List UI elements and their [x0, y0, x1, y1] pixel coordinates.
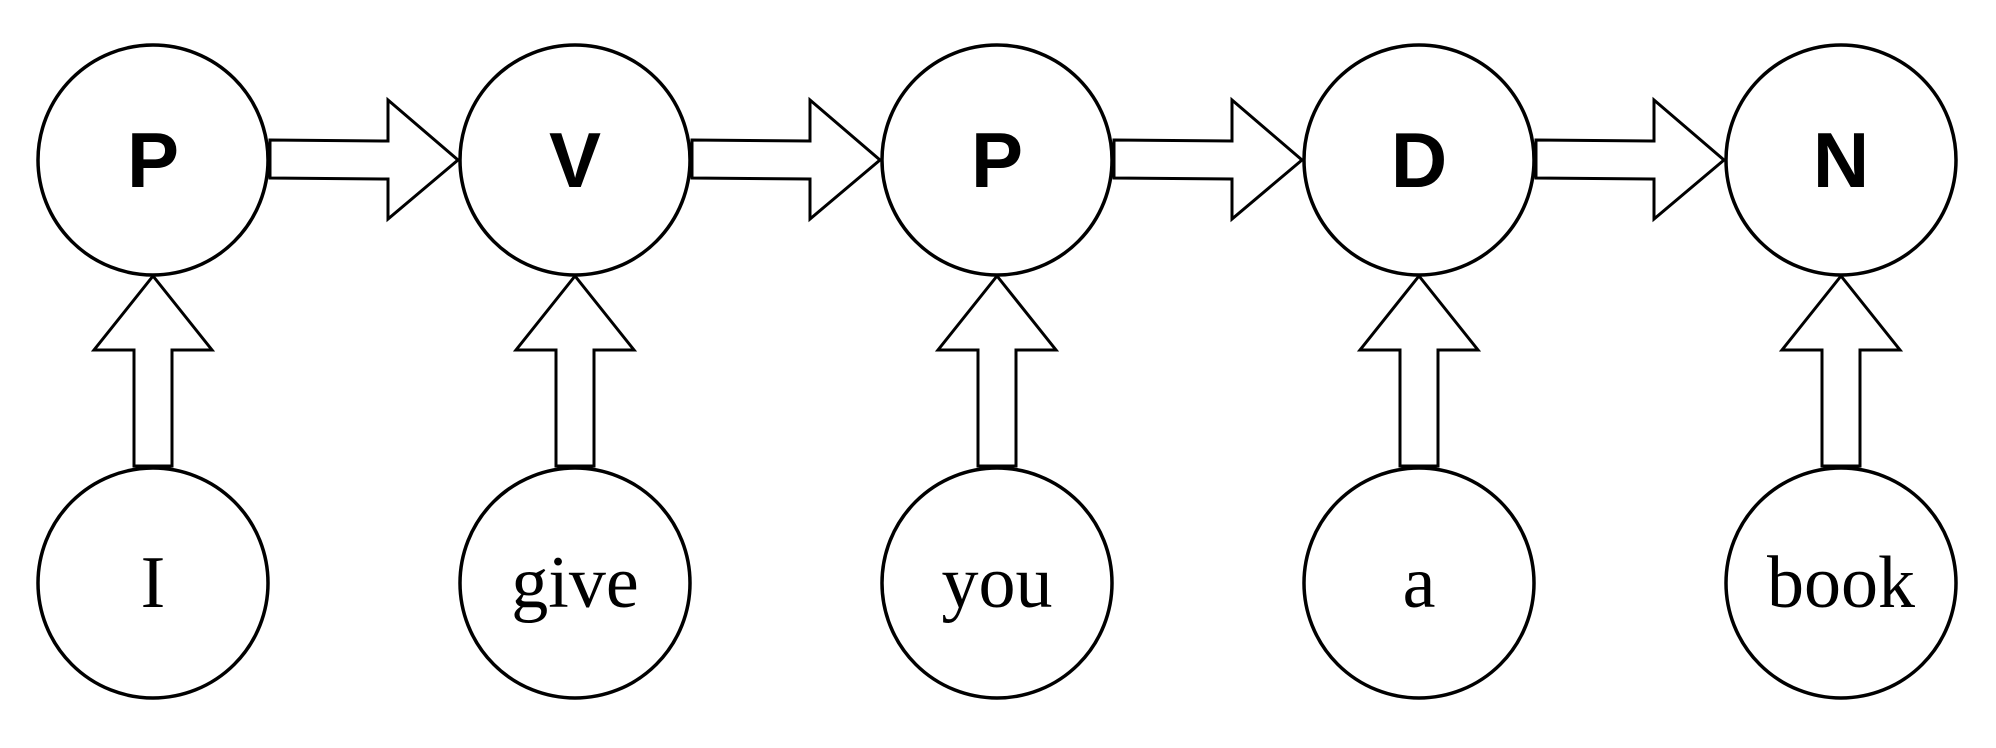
- tag-node-circle: [36, 43, 270, 277]
- emission-arrow-3: [934, 273, 1060, 468]
- tag-node: D: [1302, 43, 1536, 277]
- word-node-circle: [36, 466, 270, 700]
- word-node-circle: [458, 466, 692, 700]
- word-node-circle: [1302, 466, 1536, 700]
- tag-node: P: [36, 43, 270, 277]
- word-node: book: [1724, 466, 1958, 700]
- word-label: a: [1403, 542, 1436, 624]
- tag-label: P: [127, 116, 179, 204]
- word-label: book: [1767, 542, 1915, 624]
- tag-node-circle: [458, 43, 692, 277]
- tag-label: P: [971, 116, 1023, 204]
- tag-label: N: [1813, 116, 1869, 204]
- transition-arrow-4: [1534, 96, 1727, 223]
- tag-node: N: [1724, 43, 1958, 277]
- transition-arrow-1: [268, 96, 461, 223]
- word-node-circle: [1724, 466, 1958, 700]
- tag-node-circle: [880, 43, 1114, 277]
- emission-arrow-5: [1778, 273, 1904, 468]
- emission-arrow-2: [512, 273, 638, 468]
- tag-node-circle: [1302, 43, 1536, 277]
- word-node: I: [36, 466, 270, 700]
- emission-arrow-4: [1356, 273, 1482, 468]
- word-node: a: [1302, 466, 1536, 700]
- tag-label: V: [549, 116, 601, 204]
- word-node: give: [458, 466, 692, 700]
- word-node-circle: [880, 466, 1114, 700]
- word-label: you: [942, 542, 1053, 624]
- tag-node-circle: [1724, 43, 1958, 277]
- tag-node: P: [880, 43, 1114, 277]
- tag-label: D: [1391, 116, 1447, 204]
- word-node: you: [880, 466, 1114, 700]
- tag-node: V: [458, 43, 692, 277]
- word-label: give: [511, 542, 638, 624]
- transition-arrow-2: [690, 96, 883, 223]
- emission-arrow-1: [90, 273, 216, 468]
- transition-arrow-3: [1112, 96, 1305, 223]
- word-label: I: [141, 542, 166, 624]
